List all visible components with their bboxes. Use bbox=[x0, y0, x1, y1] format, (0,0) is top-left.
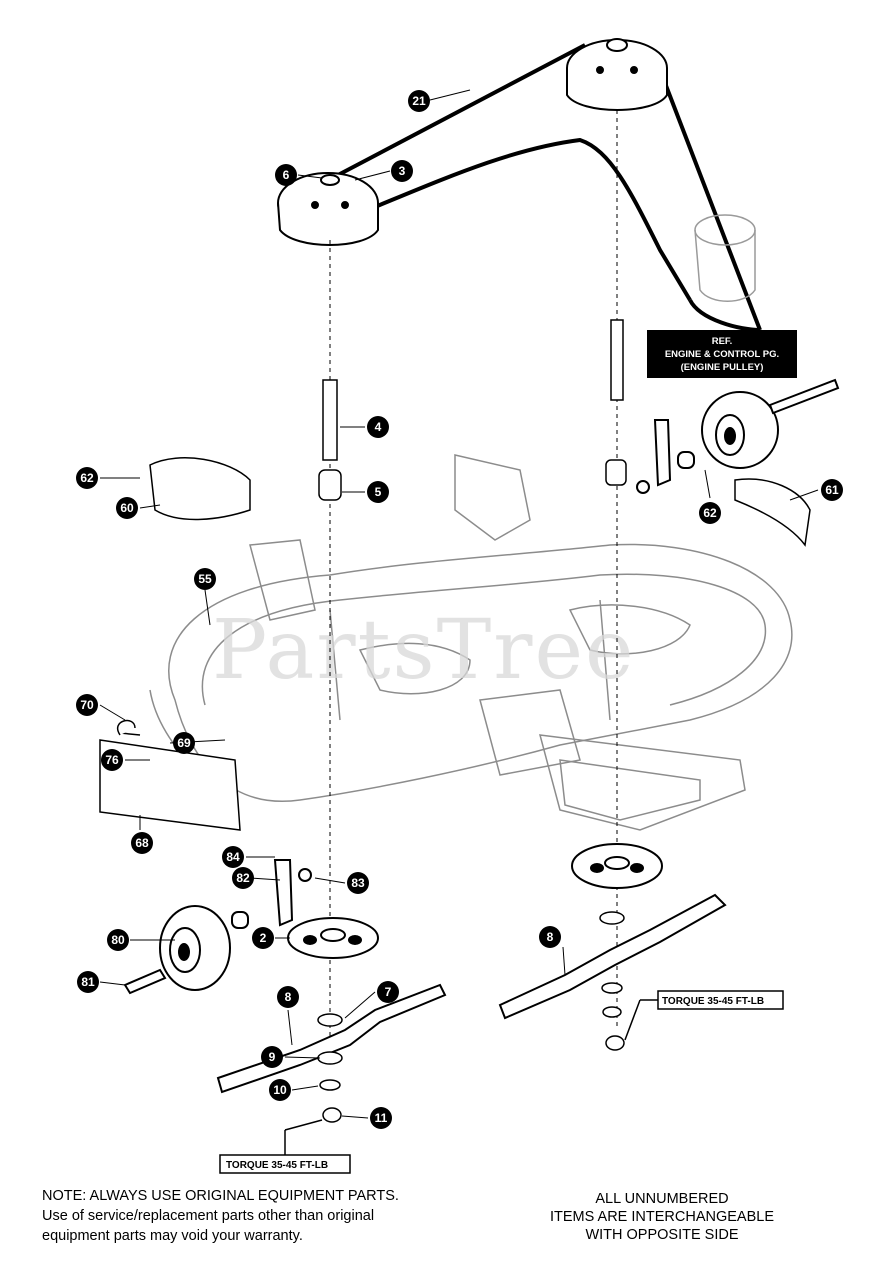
mower-blade-right bbox=[498, 893, 727, 1020]
gauge-wheel-right bbox=[636, 378, 840, 494]
watermark: PartsTree bbox=[212, 603, 636, 698]
callout-81: 81 bbox=[77, 971, 99, 993]
svg-text:62: 62 bbox=[703, 506, 717, 520]
svg-text:8: 8 bbox=[547, 930, 554, 944]
svg-text:70: 70 bbox=[80, 698, 94, 712]
svg-text:62: 62 bbox=[80, 471, 94, 485]
blade-adapter-left bbox=[287, 917, 379, 959]
note-line-2: Use of service/replacement parts other t… bbox=[42, 1208, 375, 1224]
svg-text:68: 68 bbox=[135, 836, 149, 850]
spindle-pulley-left bbox=[277, 172, 379, 246]
callout-55: 55 bbox=[194, 568, 216, 590]
mower-deck bbox=[149, 454, 793, 831]
spindle-pulley-right bbox=[566, 38, 668, 111]
svg-text:10: 10 bbox=[273, 1083, 287, 1097]
callout-10: 10 bbox=[269, 1079, 291, 1101]
drive-belt bbox=[299, 43, 762, 332]
svg-text:TORQUE 35-45 FT-LB: TORQUE 35-45 FT-LB bbox=[662, 996, 764, 1007]
washers-left bbox=[317, 1013, 343, 1123]
svg-text:81: 81 bbox=[81, 975, 95, 989]
spindle-shaft-left bbox=[318, 379, 342, 501]
blade-adapter-right bbox=[571, 843, 663, 889]
svg-text:69: 69 bbox=[177, 736, 191, 750]
interchange-line-2: ITEMS ARE INTERCHANGEABLE bbox=[550, 1209, 774, 1225]
svg-text:61: 61 bbox=[825, 483, 839, 497]
callout-76: 76 bbox=[101, 749, 123, 771]
svg-text:8: 8 bbox=[285, 990, 292, 1004]
callout-4: 4 bbox=[367, 416, 389, 438]
callout-8-left: 8 bbox=[277, 986, 299, 1008]
svg-text:84: 84 bbox=[226, 850, 240, 864]
callout-5: 5 bbox=[367, 481, 389, 503]
engine-reference-box: REF. ENGINE & CONTROL PG. (ENGINE PULLEY… bbox=[647, 330, 797, 378]
leader-lines bbox=[99, 89, 819, 1119]
engine-pulley-reference bbox=[694, 214, 756, 302]
callout-83: 83 bbox=[347, 872, 369, 894]
callout-69: 69 bbox=[173, 732, 195, 754]
svg-text:ENGINE & CONTROL PG.: ENGINE & CONTROL PG. bbox=[665, 349, 779, 360]
interchange-line-3: WITH OPPOSITE SIDE bbox=[585, 1227, 739, 1243]
svg-text:4: 4 bbox=[375, 420, 382, 434]
callout-70: 70 bbox=[76, 694, 98, 716]
callout-84: 84 bbox=[222, 846, 244, 868]
callout-21: 21 bbox=[408, 90, 430, 112]
note-line-1: NOTE: ALWAYS USE ORIGINAL EQUIPMENT PART… bbox=[42, 1188, 399, 1204]
svg-text:11: 11 bbox=[375, 1111, 388, 1125]
callout-7: 7 bbox=[377, 981, 399, 1003]
gauge-wheel-left bbox=[123, 859, 312, 995]
callout-62-right: 62 bbox=[699, 502, 721, 524]
svg-text:6: 6 bbox=[283, 168, 290, 182]
svg-text:2: 2 bbox=[260, 931, 267, 945]
callout-6: 6 bbox=[275, 164, 297, 186]
svg-text:83: 83 bbox=[351, 876, 365, 890]
center-lines bbox=[329, 110, 618, 1040]
interchange-line-1: ALL UNNUMBERED bbox=[595, 1191, 729, 1207]
callout-61: 61 bbox=[821, 479, 843, 501]
svg-text:55: 55 bbox=[198, 572, 212, 586]
svg-text:(ENGINE PULLEY): (ENGINE PULLEY) bbox=[681, 362, 764, 373]
svg-text:60: 60 bbox=[120, 501, 134, 515]
svg-text:REF.: REF. bbox=[712, 336, 733, 347]
torque-label-left: TORQUE 35-45 FT-LB bbox=[219, 1119, 351, 1174]
svg-text:TORQUE 35-45 FT-LB: TORQUE 35-45 FT-LB bbox=[226, 1160, 328, 1171]
svg-text:82: 82 bbox=[236, 871, 250, 885]
svg-text:5: 5 bbox=[375, 485, 382, 499]
spindle-shaft-right bbox=[605, 319, 627, 486]
callouts: 21 6 3 4 5 62 60 55 70 69 76 68 84 82 83… bbox=[76, 90, 843, 1129]
callout-80: 80 bbox=[107, 929, 129, 951]
callout-68: 68 bbox=[131, 832, 153, 854]
svg-text:80: 80 bbox=[111, 933, 125, 947]
callout-9: 9 bbox=[261, 1046, 283, 1068]
svg-text:7: 7 bbox=[385, 985, 392, 999]
callout-62-left: 62 bbox=[76, 467, 98, 489]
washers-right bbox=[599, 911, 625, 1051]
callout-11: 11 bbox=[370, 1107, 392, 1129]
deflector-shield bbox=[99, 719, 241, 831]
belt-guard-left bbox=[149, 457, 251, 521]
torque-label-right: TORQUE 35-45 FT-LB bbox=[624, 990, 784, 1041]
callout-2: 2 bbox=[252, 927, 274, 949]
callout-3: 3 bbox=[391, 160, 413, 182]
svg-text:76: 76 bbox=[105, 753, 119, 767]
callout-8-right: 8 bbox=[539, 926, 561, 948]
svg-text:9: 9 bbox=[269, 1050, 276, 1064]
svg-text:3: 3 bbox=[399, 164, 406, 178]
note-line-3: equipment parts may void your warranty. bbox=[42, 1228, 303, 1244]
belt-guard-right bbox=[734, 478, 811, 547]
mower-blade-left bbox=[216, 983, 447, 1094]
callout-82: 82 bbox=[232, 867, 254, 889]
svg-text:21: 21 bbox=[412, 94, 426, 108]
warranty-note: NOTE: ALWAYS USE ORIGINAL EQUIPMENT PART… bbox=[42, 1186, 482, 1246]
interchangeable-note: ALL UNNUMBERED ITEMS ARE INTERCHANGEABLE… bbox=[522, 1190, 802, 1244]
callout-60: 60 bbox=[116, 497, 138, 519]
